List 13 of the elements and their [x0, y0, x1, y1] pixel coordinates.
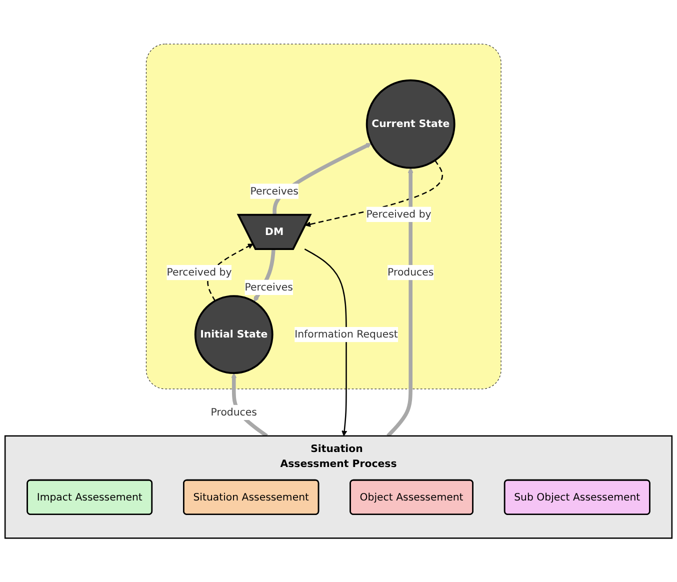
- node-circle: Initial State: [194, 294, 274, 374]
- edge-label: Perceives: [250, 184, 298, 197]
- edge-label: Information Request: [294, 328, 398, 340]
- arrow: [386, 167, 414, 438]
- edge-label: Perceived by: [366, 208, 432, 220]
- cluster: [146, 44, 502, 390]
- arrow: [304, 248, 348, 436]
- node-circle: Current State: [366, 79, 456, 169]
- edge-label: Produces: [210, 406, 257, 418]
- edge-label: Produces: [388, 266, 434, 278]
- edge-label: Perceives: [244, 280, 293, 293]
- arrow: [305, 160, 443, 227]
- edge-label: Perceived by: [166, 266, 232, 278]
